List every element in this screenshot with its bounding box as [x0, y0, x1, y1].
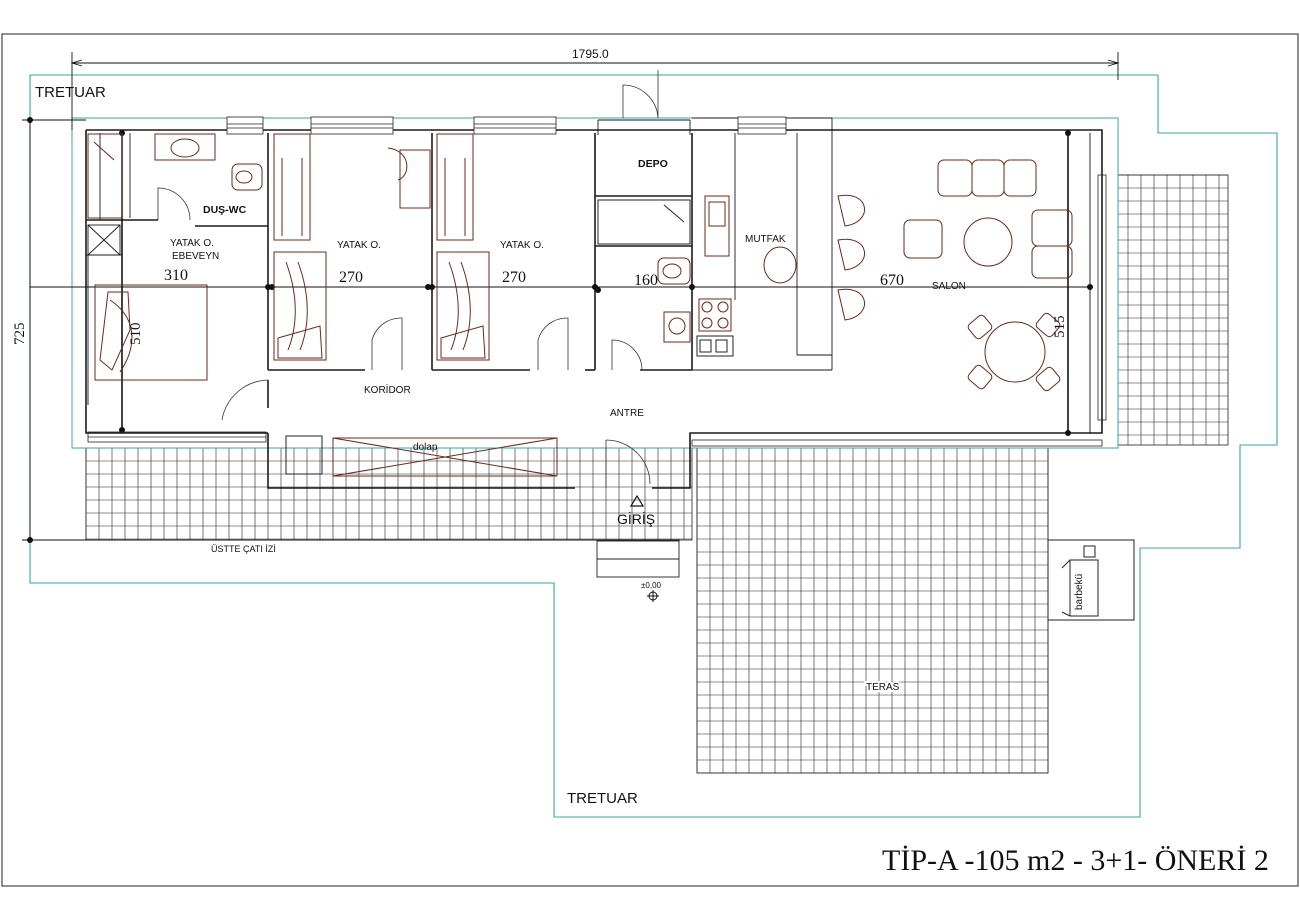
label-yatak-3: YATAK O. — [500, 240, 544, 251]
closet — [285, 435, 558, 477]
dim-salon-width: 670 — [880, 272, 904, 289]
label-dus-wc: DUŞ-WC — [203, 204, 247, 216]
label-antre: ANTRE — [610, 408, 644, 419]
label-yatak-2: YATAK O. — [337, 240, 381, 251]
bedroom3-furniture — [436, 133, 490, 361]
kitchen-fixtures — [696, 195, 797, 357]
windows-top — [226, 116, 787, 135]
dim-bedroom2-width: 270 — [339, 269, 363, 286]
bath2-fixtures — [597, 199, 691, 343]
dim-ebeveyn-depth: 510 — [128, 323, 144, 346]
label-teras: TERAS — [866, 682, 900, 693]
double-bed — [94, 284, 208, 381]
label-tretuar-bottom: TRETUAR — [567, 790, 638, 807]
label-yatak-ebeveyn-1: YATAK O. — [170, 238, 214, 249]
label-ustte-cati: ÜSTTE ÇATI İZİ — [211, 544, 276, 554]
dim-bedroom3-width: 270 — [502, 269, 526, 286]
level-marker-icon — [647, 590, 659, 602]
terrace-grid-right — [696, 447, 1049, 774]
label-tretuar-top: TRETUAR — [35, 84, 106, 101]
tretuar-outline — [29, 74, 1278, 818]
label-barbeku: barbekü — [1074, 574, 1085, 610]
dim-bath-width: 160 — [634, 272, 658, 289]
salon-furniture — [837, 159, 1073, 392]
label-level: ±0,00 — [641, 581, 662, 590]
dim-ebeveyn-width: 310 — [164, 267, 188, 284]
label-giris: GİRİŞ — [617, 510, 655, 527]
drawing-title: TİP-A -105 m2 - 3+1- ÖNERİ 2 — [882, 844, 1269, 877]
exterior-wall — [85, 129, 1103, 489]
dim-salon-depth: 515 — [1052, 316, 1068, 339]
barbecue — [1047, 539, 1135, 621]
inner-lines — [86, 117, 833, 371]
label-salon: SALON — [932, 281, 966, 292]
overall-width-label: 1795.0 — [572, 47, 609, 61]
label-yatak-ebeveyn-2: EBEVEYN — [172, 251, 219, 262]
overall-depth-dimension — [22, 119, 680, 541]
terrace-grid-left — [85, 447, 693, 541]
bedroom2-furniture — [273, 133, 431, 361]
terrace-grid-east — [1101, 174, 1229, 446]
doors — [157, 70, 659, 488]
entrance-arrow-icon — [629, 494, 645, 507]
wardrobe-ebeveyn — [87, 224, 121, 405]
windows-bottom-left — [87, 431, 267, 443]
overall-width-dimension — [70, 52, 1120, 130]
windows-bottom-right — [691, 174, 1107, 447]
overall-depth-label: 725 — [12, 323, 28, 346]
entrance-steps — [596, 540, 680, 578]
label-mutfak: MUTFAK — [745, 234, 786, 245]
label-depo: DEPO — [638, 158, 668, 170]
sheet-frame — [1, 33, 1299, 887]
bathroom-fixtures — [87, 133, 263, 219]
label-dolap: dolap — [413, 442, 438, 453]
label-koridor: KORİDOR — [364, 383, 411, 396]
